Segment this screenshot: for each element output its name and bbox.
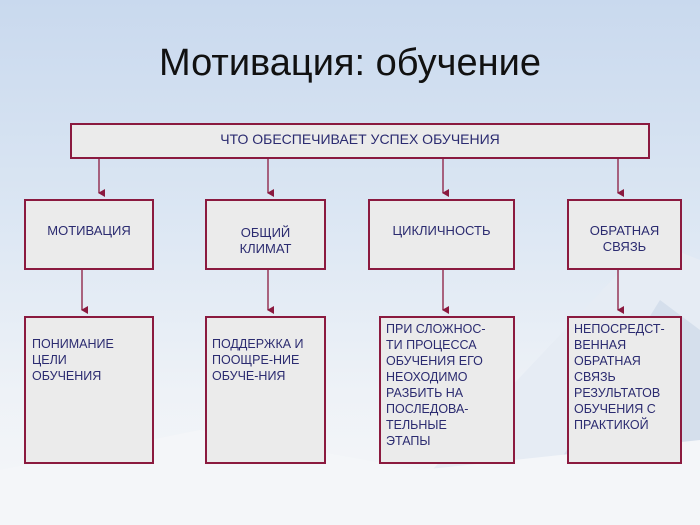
slide-title: Мотивация: обучение [159, 42, 541, 84]
category-box-motivation: МОТИВАЦИЯ [24, 199, 154, 270]
detail-box-feedback: НЕПОСРЕДСТ-ВЕННАЯ ОБРАТНАЯ СВЯЗЬ РЕЗУЛЬТ… [567, 316, 682, 464]
category-box-feedback: ОБРАТНАЯ СВЯЗЬ [567, 199, 682, 270]
category-box-climate: ОБЩИЙ КЛИМАТ [205, 199, 326, 270]
category-box-cyclicity: ЦИКЛИЧНОСТЬ [368, 199, 515, 270]
detail-box-cyclicity: ПРИ СЛОЖНОС-ТИ ПРОЦЕССА ОБУЧЕНИЯ ЕГО НЕО… [379, 316, 515, 464]
detail-box-motivation: ПОНИМАНИЕ ЦЕЛИ ОБУЧЕНИЯ [24, 316, 154, 464]
header-box: ЧТО ОБЕСПЕЧИВАЕТ УСПЕХ ОБУЧЕНИЯ [70, 123, 650, 159]
detail-box-climate: ПОДДЕРЖКА И ПООЩРЕ-НИЕ ОБУЧЕ-НИЯ [205, 316, 326, 464]
